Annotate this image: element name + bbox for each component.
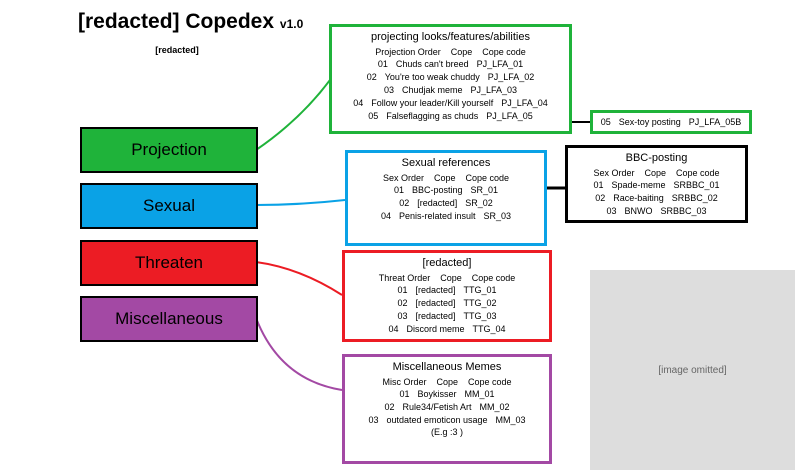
table-row: 04 Follow your leader/Kill yourself PJ_LFA…: [336, 97, 565, 110]
table-row: 02 [redacted] SR_02: [352, 197, 540, 210]
table-row: 02 [redacted] TTG_02: [349, 297, 545, 310]
table-row: 02 Rule34/Fetish Art MM_02: [349, 401, 545, 414]
table-cell: outdated emoticon usage: [386, 415, 488, 425]
table-cell: [redacted]: [415, 298, 456, 308]
table-cell: 02: [397, 298, 408, 308]
table-cell: SRBBC_03: [660, 206, 707, 216]
table-cell: Follow your leader/Kill yourself: [371, 98, 494, 108]
table-cell: Chuds can't breed: [395, 59, 469, 69]
table-cell: SR_02: [465, 198, 493, 208]
table-row: 03 [redacted] TTG_03: [349, 310, 545, 323]
table-cell: BBC-posting: [411, 185, 463, 195]
intro-text: [redacted]: [155, 45, 199, 55]
table-cell: Discord meme: [406, 324, 465, 334]
misc-note: (E.g :3 ): [430, 427, 463, 437]
table-cell: 02: [399, 198, 410, 208]
table-row: 01 Boykisser MM_01: [349, 388, 545, 401]
table-cell: TTG_03: [463, 311, 497, 321]
table-cell: PJ_LFA_01: [476, 59, 524, 69]
table-cell: Race-baiting: [613, 193, 664, 203]
table-row: 01 Spade-meme SRBBC_01: [572, 179, 741, 192]
table-row: 03 outdated emoticon usage MM_03: [349, 414, 545, 427]
table-cell: SR_01: [470, 185, 499, 195]
table-cell: 02: [384, 402, 395, 412]
table-cell: TTG_04: [472, 324, 506, 334]
category-threaten: Threaten: [80, 240, 258, 286]
table-row: 01 BBC-posting SR_01: [352, 184, 540, 197]
projection-box: projecting looks/features/abilities Proj…: [329, 24, 572, 134]
table-cell: TTG_01: [463, 285, 497, 295]
table-cell: SR_03: [483, 211, 512, 221]
table-cell: [redacted]: [417, 198, 458, 208]
page-title: [redacted] Copedex v1.0: [78, 10, 304, 33]
table-cell: MM_03: [495, 415, 526, 425]
table-row: 05 Falseflagging as chuds PJ_LFA_05: [336, 110, 565, 123]
table-cell: 05: [368, 111, 379, 121]
table-cell: Penis-related insult: [398, 211, 476, 221]
table-row: 04 Discord meme TTG_04: [349, 323, 545, 336]
table-cell: 02: [366, 72, 377, 82]
table-cell: 03: [397, 311, 408, 321]
table-cell: 04: [353, 98, 364, 108]
table-cell: Boykisser: [417, 389, 457, 399]
table-row: 02 You're too weak chuddy PJ_LFA_02: [336, 71, 565, 84]
table-cell: You're too weak chuddy: [384, 72, 480, 82]
table-row: 03 BNWO SRBBC_03: [572, 205, 741, 218]
table-cell: MM_02: [479, 402, 510, 412]
category-sexual: Sexual: [80, 183, 258, 229]
table-row: 02 Race-baiting SRBBC_02: [572, 192, 741, 205]
table-cell: 03: [383, 85, 394, 95]
table-cell: [redacted]: [415, 311, 456, 321]
category-miscellaneous: Miscellaneous: [80, 296, 258, 342]
image-placeholder: [image omitted]: [590, 270, 795, 470]
table-cell: BNWO: [624, 206, 653, 216]
table-cell: 01: [393, 185, 404, 195]
table-row: 01 Chuds can't breed PJ_LFA_01: [336, 58, 565, 71]
table-cell: 03: [368, 415, 379, 425]
table-cell: Spade-meme: [611, 180, 666, 190]
table-cell: PJ_LFA_03: [470, 85, 518, 95]
table-cell: Falseflagging as chuds: [386, 111, 479, 121]
table-cell: PJ_LFA_02: [487, 72, 535, 82]
box-title: projecting looks/features/abilities: [371, 31, 530, 43]
table-cell: 01: [377, 59, 388, 69]
table-row: 04 Penis-related insult SR_03: [352, 210, 540, 223]
table-cell: 01: [593, 180, 604, 190]
table-cell: SRBBC_01: [673, 180, 720, 190]
table-cell: 01: [397, 285, 408, 295]
table-cell: PJ_LFA_05: [486, 111, 533, 121]
table-cell: 01: [399, 389, 410, 399]
table-cell: SRBBC_02: [671, 193, 718, 203]
table-cell: 04: [380, 211, 391, 221]
category-projection: Projection: [80, 127, 258, 173]
table-row: 03 Chudjak meme PJ_LFA_03: [336, 84, 565, 97]
table-cell: PJ_LFA_04: [501, 98, 548, 108]
table-cell: TTG_02: [463, 298, 497, 308]
table-cell: 03: [606, 206, 617, 216]
table-cell: 02: [595, 193, 606, 203]
table-row: 01 [redacted] TTG_01: [349, 284, 545, 297]
table-cell: Chudjak meme: [401, 85, 463, 95]
table-cell: 04: [388, 324, 399, 334]
table-cell: [redacted]: [415, 285, 456, 295]
table-cell: MM_01: [464, 389, 495, 399]
table-cell: Rule34/Fetish Art: [402, 402, 472, 412]
